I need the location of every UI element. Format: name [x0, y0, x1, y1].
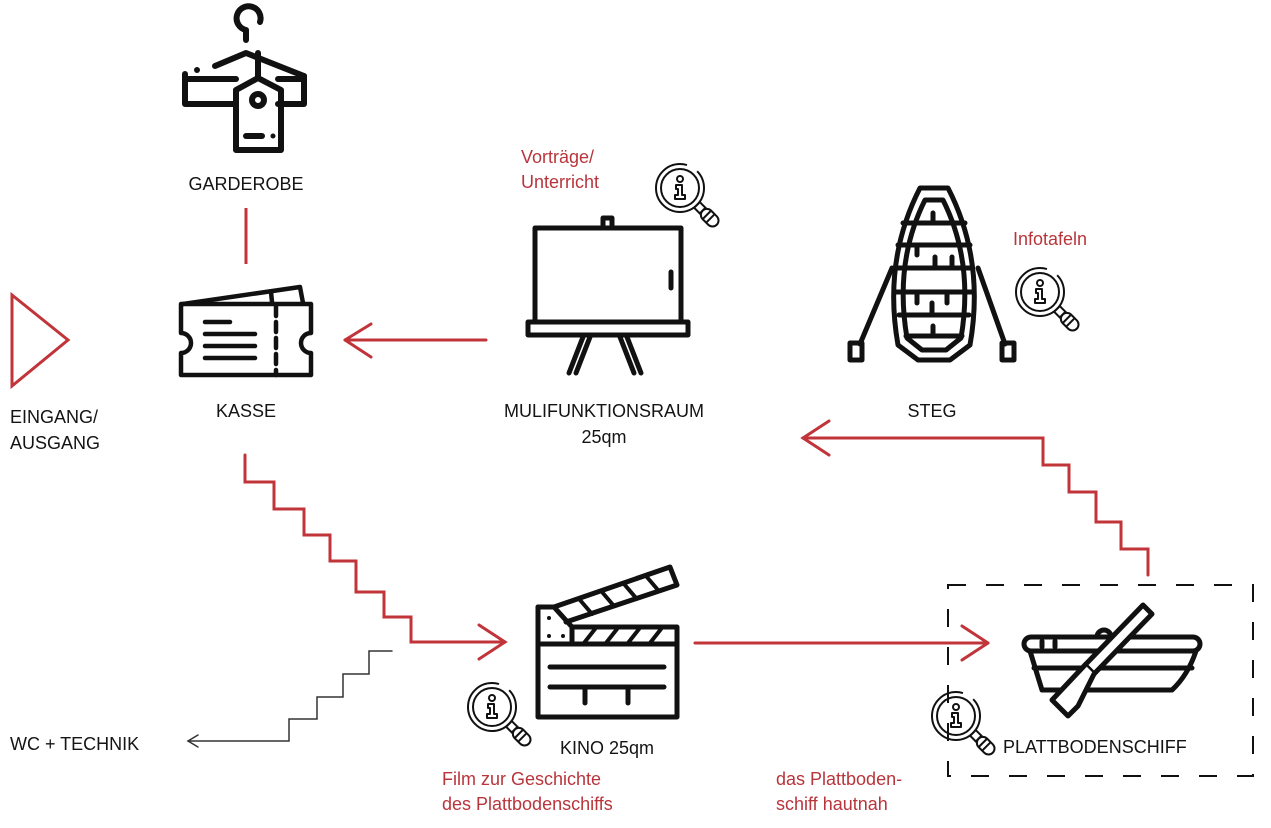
- steg-note: Infotafeln: [1013, 229, 1088, 249]
- coat-hanger-icon: [182, 3, 307, 153]
- steg-label: STEG: [907, 401, 957, 421]
- info-magnifier-icon: [1015, 267, 1083, 335]
- arrow-multi-to-kasse: [343, 322, 488, 359]
- kasse-label: KASSE: [215, 401, 277, 421]
- arrow-kino-to-schiff: [693, 624, 990, 662]
- plattbodenschiff-note-line1: das Plattboden-: [776, 769, 903, 789]
- rowboat-top-view-icon: [847, 185, 1017, 363]
- eingang-label: EINGANG/: [10, 407, 99, 427]
- entrance-triangle-icon: [10, 291, 71, 390]
- info-magnifier-icon: [467, 682, 535, 750]
- multifunktionsraum-label: MULIFUNKTIONSRAUM: [503, 401, 705, 421]
- info-magnifier-icon: [931, 691, 999, 759]
- garderobe-label: GARDEROBE: [188, 174, 304, 194]
- ticket-icon: [178, 284, 314, 378]
- kino-note-line1: Film zur Geschichte: [442, 769, 602, 789]
- kino-note-line2: des Plattbodenschiffs: [442, 794, 613, 814]
- plattbodenschiff-note-line2: schiff hautnah: [776, 794, 888, 814]
- multifunktionsraum-note-line1: Vorträge/: [521, 147, 595, 167]
- kino-label: KINO 25qm: [560, 738, 655, 758]
- wc-technik-label: WC + TECHNIK: [10, 734, 140, 754]
- presentation-board-icon: [525, 215, 691, 376]
- multifunktionsraum-note-line2: Unterricht: [521, 172, 600, 192]
- boat-with-oar-icon: [1021, 602, 1203, 719]
- plattbodenschiff-dashed-area: [947, 584, 1254, 777]
- info-magnifier-icon: [655, 163, 723, 231]
- arrow-schiff-to-steg: [800, 419, 1150, 577]
- plattbodenschiff-label: PLATTBODENSCHIFF: [1003, 737, 1187, 757]
- arrow-kasse-to-kino: [243, 453, 508, 661]
- ausgang-label: AUSGANG: [10, 433, 101, 453]
- clapperboard-icon: [535, 564, 680, 720]
- arrow-to-wc: [186, 650, 393, 748]
- multifunktionsraum-size: 25qm: [581, 427, 627, 447]
